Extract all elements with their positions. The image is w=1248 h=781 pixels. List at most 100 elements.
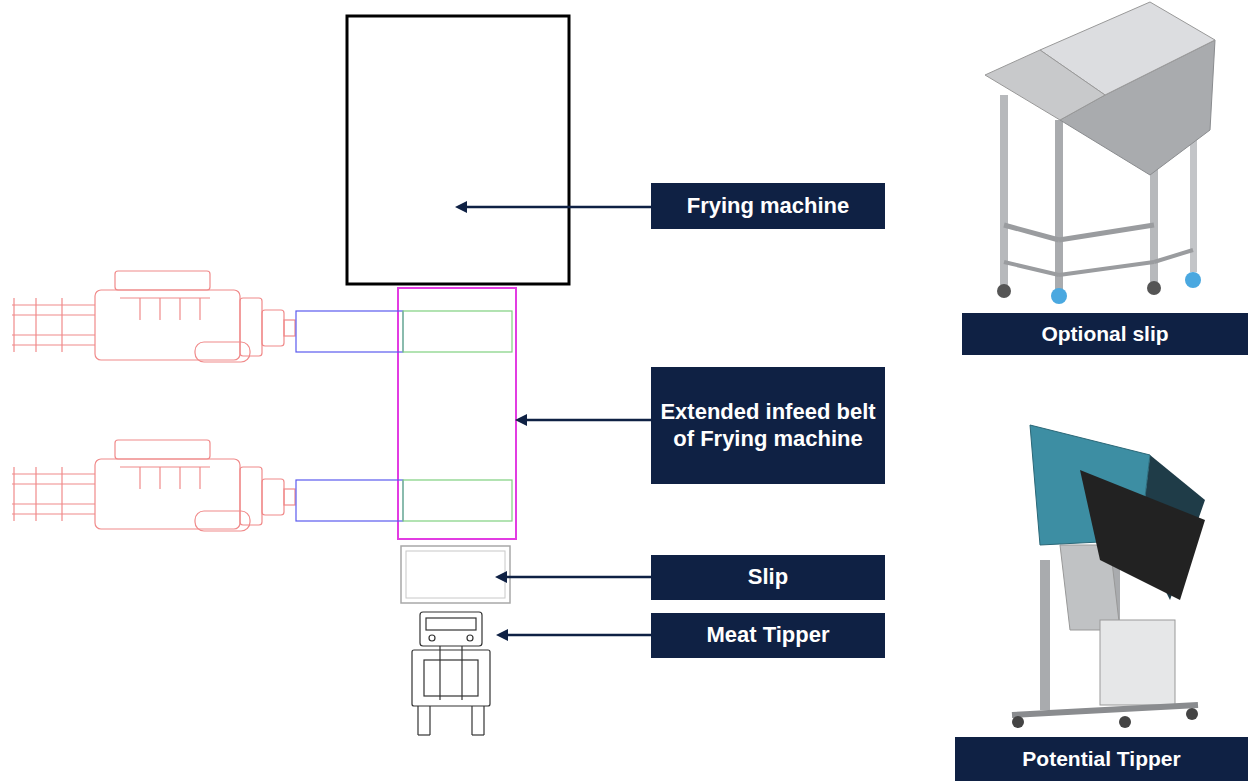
tipper-wheel [1012, 716, 1024, 728]
leader-arrows [455, 201, 651, 641]
photo-caption: Optional slip [962, 313, 1248, 355]
slip-brace [1154, 250, 1193, 262]
label-text: Frying machine [687, 193, 850, 220]
arrow-head [495, 571, 507, 583]
filler-tick [179, 467, 180, 489]
filler-tick [159, 467, 160, 489]
tipper-body [412, 650, 490, 706]
slip-brace [1004, 225, 1059, 240]
filler-tick [179, 298, 180, 320]
leader-line [504, 576, 651, 579]
tipper-leg [429, 706, 430, 735]
tipper-foot [418, 734, 430, 735]
filler-line [120, 297, 210, 298]
filler-rail [12, 344, 95, 345]
callout-box: Extended infeed belt of Frying machine [651, 367, 885, 484]
slip-brace [1059, 225, 1154, 240]
filler-cylinder [195, 511, 250, 531]
filler-rail [12, 473, 95, 474]
filler-tick [13, 298, 14, 352]
filler-body [95, 290, 240, 360]
tipper-leg [483, 706, 484, 735]
slip-wing [985, 50, 1105, 120]
filler-nozzle [284, 489, 295, 505]
tipper-wheel [1119, 716, 1131, 728]
slip-leg [1000, 95, 1008, 285]
slip-leg [1055, 120, 1063, 290]
tipper-bolt [429, 635, 435, 641]
filler-rail [12, 304, 95, 305]
filler-tick [199, 298, 200, 320]
filler-nozzle [284, 320, 295, 336]
filler-tick [35, 467, 36, 521]
tipper-bolt [467, 635, 473, 641]
tipper-head [420, 612, 482, 646]
filler-tick [139, 298, 140, 320]
filler-tick [199, 467, 200, 489]
belt-section [403, 311, 512, 352]
tipper-chute [1080, 470, 1205, 600]
label-text: Meat Tipper [706, 622, 829, 649]
filler-hopper [115, 440, 210, 459]
arrow-head [455, 201, 467, 213]
meat-tipper-drawing [412, 612, 490, 735]
slip-wheel [1147, 281, 1161, 295]
callout-box: Meat Tipper [651, 613, 885, 658]
label-text: Potential Tipper [1022, 746, 1180, 772]
filler-head [262, 479, 284, 515]
tipper-frame [424, 660, 478, 696]
tipper-mast [461, 646, 462, 700]
tipper-foot [472, 734, 484, 735]
slip-outline [401, 546, 510, 603]
tipper-leg [417, 706, 418, 735]
tipper-control-box [1100, 620, 1175, 705]
tipper-bar [426, 618, 476, 630]
filler-head [240, 298, 262, 356]
tipper-base [1012, 705, 1198, 715]
arrow-head [515, 414, 527, 426]
filler-machine [12, 271, 295, 362]
slip-brace [1059, 262, 1154, 275]
tipper-photo [1012, 425, 1205, 728]
filler-tick [35, 298, 36, 352]
label-text: Slip [748, 564, 788, 591]
arrow-head [496, 629, 508, 641]
leader-line [464, 206, 651, 209]
filler-hopper [115, 271, 210, 290]
leader-line [524, 419, 651, 422]
transfer-belt [296, 311, 403, 352]
label-text: Extended infeed belt of Frying machine [659, 399, 877, 453]
filler-rail [12, 513, 95, 514]
filler-rail [12, 334, 95, 335]
slip-brace [1004, 262, 1059, 275]
fryer-outline [347, 16, 569, 284]
filler-tick [61, 298, 62, 352]
leader-line [505, 634, 651, 637]
slip-wheel [997, 284, 1011, 298]
filler-tick [139, 467, 140, 489]
filler-tick [61, 467, 62, 521]
callout-box: Slip [651, 555, 885, 600]
tipper-wheel [1186, 708, 1198, 720]
tipper-upright [1040, 560, 1050, 710]
label-text: Optional slip [1041, 321, 1168, 347]
slip-wheel [1185, 272, 1201, 288]
filler-tick [13, 467, 14, 521]
filler-head [240, 467, 262, 525]
filler-head [262, 310, 284, 346]
belt-section [403, 480, 512, 521]
filler-rail [12, 503, 95, 504]
infeed-belt [398, 288, 516, 539]
filler-rail [12, 314, 95, 315]
filler-tick [159, 298, 160, 320]
tipper-mast [439, 646, 440, 700]
transfer-belt [296, 480, 403, 521]
filler-cylinder [195, 342, 250, 362]
filler-rail [12, 483, 95, 484]
slip-photo [985, 2, 1215, 304]
callout-box: Frying machine [651, 183, 885, 229]
slip-wheel [1051, 288, 1067, 304]
slip-outline-inner [406, 551, 505, 598]
